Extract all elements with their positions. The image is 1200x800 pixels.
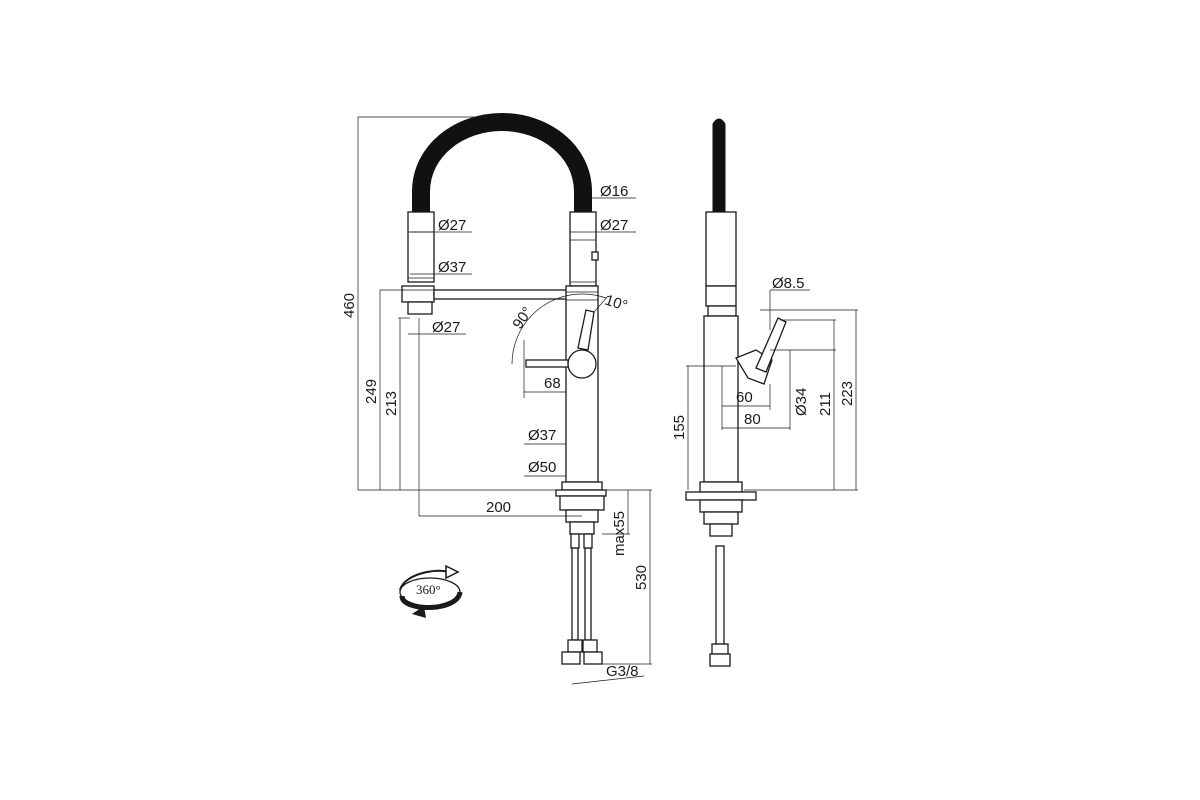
label-211: 211	[817, 392, 834, 416]
side-hose	[712, 118, 726, 213]
side-body	[703, 315, 739, 483]
label-diameter-50: Ø50	[528, 459, 556, 476]
faucet-base	[561, 481, 603, 491]
hose-sleeve-right	[569, 211, 597, 287]
label-diameter-16: Ø16	[600, 183, 628, 200]
label-80: 80	[744, 411, 761, 428]
label-68: 68	[544, 375, 561, 392]
label-460: 460	[341, 293, 358, 318]
supply-hose-right	[584, 547, 592, 641]
flexible-hose	[412, 112, 592, 212]
label-530: 530	[633, 565, 650, 590]
hose-sleeve-left	[407, 211, 435, 283]
label-max55: max55	[611, 511, 628, 556]
label-diameter-37-collar: Ø37	[438, 259, 466, 276]
spout-arm	[433, 289, 569, 300]
thread-nut-left	[561, 651, 581, 665]
supply-hose-left	[571, 547, 579, 641]
label-diameter-37-body: Ø37	[528, 427, 556, 444]
label-diameter-27-right: Ø27	[600, 217, 628, 234]
label-249: 249	[363, 379, 380, 404]
label-angle-10: 10°	[603, 292, 630, 315]
label-223: 223	[839, 381, 856, 406]
front-view: Ø16 Ø27 Ø27 Ø37 Ø27 10° 90° 68 Ø37 Ø50 2…	[341, 112, 652, 685]
label-200: 200	[486, 499, 511, 516]
label-diameter-8-5: Ø8.5	[772, 275, 805, 292]
side-supply-hose	[715, 545, 725, 645]
label-diameter-27-left: Ø27	[438, 217, 466, 234]
label-155: 155	[671, 415, 688, 440]
thread-nut-right	[583, 651, 603, 665]
label-g3-8: G3/8	[606, 663, 639, 680]
label-diameter-34: Ø34	[793, 388, 810, 416]
side-lever	[755, 317, 787, 373]
label-diameter-27-bottom: Ø27	[432, 319, 460, 336]
label-213: 213	[383, 391, 400, 416]
spout-outlet	[407, 301, 433, 315]
label-60: 60	[736, 389, 753, 406]
side-view: Ø8.5 60 80 Ø34 155 211 223	[671, 118, 858, 667]
label-angle-90: 90°	[509, 304, 536, 332]
handle-knob	[567, 349, 597, 379]
rotation-360-icon: 360°	[399, 564, 463, 618]
label-360: 360°	[416, 582, 441, 597]
spout-collar	[401, 285, 435, 303]
handle-stub	[525, 359, 569, 368]
angle-arc-90	[511, 293, 583, 365]
